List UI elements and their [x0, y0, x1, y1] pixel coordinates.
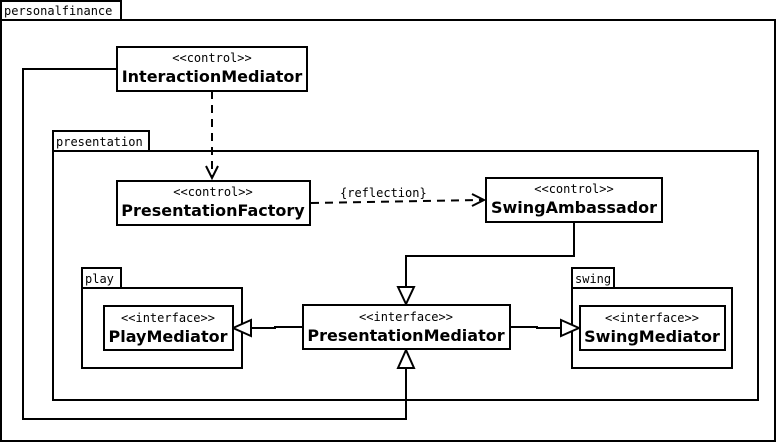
class-presentation-factory: <<control>> PresentationFactory: [116, 180, 311, 226]
class-stereotype: <<interface>>: [121, 311, 215, 325]
class-name: PlayMediator: [109, 327, 228, 346]
class-box: [116, 180, 311, 226]
class-play-mediator: <<interface>> PlayMediator: [103, 305, 234, 351]
edge-ambassador-to-presentation-mediator: [405, 222, 575, 287]
class-stereotype: <<control>>: [173, 185, 252, 199]
class-stereotype: <<control>>: [172, 51, 251, 65]
hollow-arrowhead: [230, 318, 252, 338]
class-name: PresentationFactory: [121, 201, 305, 220]
class-box: [116, 46, 308, 92]
class-name: InteractionMediator: [122, 67, 303, 86]
hollow-arrowhead: [396, 286, 416, 307]
class-stereotype: <<control>>: [534, 182, 613, 196]
edge-interaction-to-presentation-mediator: [22, 68, 407, 420]
class-name: SwingAmbassador: [491, 198, 657, 217]
edge-factory-to-ambassador: [310, 199, 483, 204]
class-swing-ambassador: <<control>> SwingAmbassador: [485, 177, 663, 223]
package-label: swing: [575, 272, 611, 286]
package-label: personalfinance: [4, 4, 112, 18]
package-label: play: [85, 272, 114, 286]
class-interaction-mediator: <<control>> InteractionMediator: [116, 46, 308, 92]
open-arrowhead: [471, 193, 487, 207]
edge-presentation-to-play-mediator: [251, 326, 303, 329]
hollow-arrowhead: [560, 318, 582, 338]
class-stereotype: <<interface>>: [605, 311, 699, 325]
class-name: PresentationMediator: [307, 326, 504, 345]
open-arrowhead: [205, 165, 219, 181]
class-presentation-mediator: <<interface>> PresentationMediator: [302, 304, 511, 350]
class-box: [302, 304, 511, 350]
class-box: [485, 177, 663, 223]
class-swing-mediator: <<interface>> SwingMediator: [579, 305, 726, 351]
package-label: presentation: [56, 135, 143, 149]
class-name: SwingMediator: [584, 327, 720, 346]
class-stereotype: <<interface>>: [359, 310, 453, 324]
edge-presentation-to-swing-mediator: [510, 326, 561, 329]
hollow-arrowhead: [396, 347, 416, 369]
reflection-label: {reflection}: [340, 186, 427, 200]
class-box: [579, 305, 726, 351]
class-box: [103, 305, 234, 351]
